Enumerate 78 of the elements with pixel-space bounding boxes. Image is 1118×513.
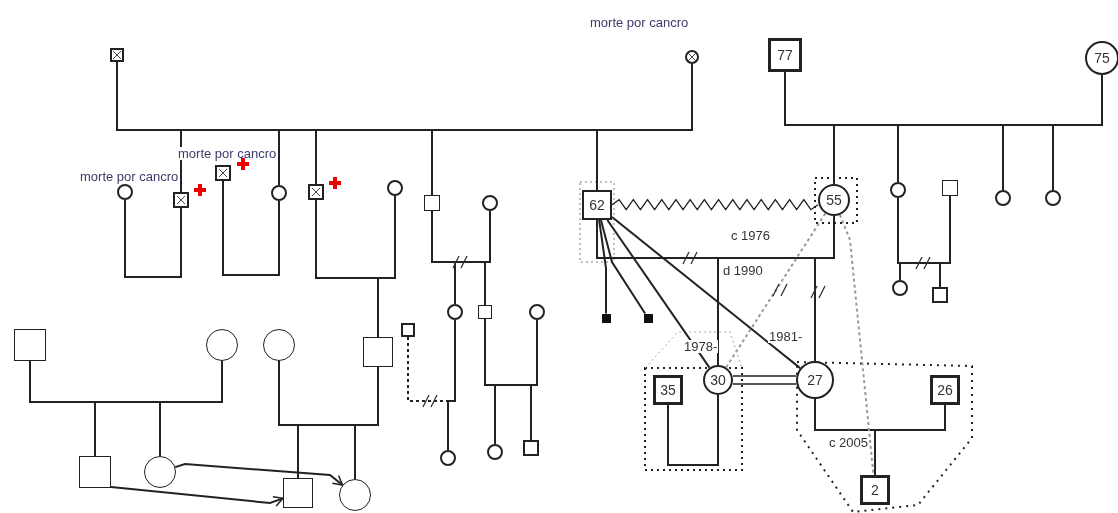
note-text: morte por cancro [178,147,277,160]
person-circle [703,365,733,395]
person-circle [796,361,834,399]
person-square [582,190,612,220]
relationship-line [447,319,456,451]
person-square [860,475,890,505]
age-text: 75 [1094,51,1110,65]
person-square [478,305,492,319]
conflict-line [611,198,819,211]
arrow [174,463,344,486]
person-circle [995,190,1011,206]
relationship-line [29,360,161,457]
note-text: morte por cancro [590,16,689,29]
age-text: 62 [589,198,605,212]
age-text: 77 [777,48,793,62]
age-text: 30 [710,373,726,387]
person-square [653,375,683,405]
person-circle [387,180,403,196]
person-square [523,440,539,456]
person-circle [440,450,456,466]
person-circle [447,304,463,320]
relationship-line [599,219,647,315]
relationship-line [484,318,532,441]
relationship-line [431,210,486,306]
relationship-line [354,366,379,480]
person-square [283,478,313,508]
person-circle [263,329,295,361]
person-square [401,323,415,337]
person-square [79,456,111,488]
relationship-line [606,219,711,369]
person-square [930,375,960,405]
person-circle [144,456,176,488]
person-circle [818,184,850,216]
person-square [424,195,440,211]
person-circle [1085,41,1118,75]
relationship-line [732,375,797,385]
person-circle [890,182,906,198]
relationship-line [897,197,941,288]
age-text: 55 [826,193,842,207]
relationship-line [222,180,280,276]
person-circle [271,185,287,201]
arrow [110,486,284,507]
person-square [308,184,324,200]
person-circle [117,184,133,200]
note-text: morte por cancro [80,170,179,183]
edge-label: 1981- [768,330,804,343]
person-circle [206,329,238,361]
relationship-line [667,394,719,466]
person-circle [339,479,371,511]
age-text: 35 [660,383,676,397]
person-square [14,329,46,361]
relationship-line [124,199,182,278]
person-circle [529,304,545,320]
person-square [768,38,802,72]
age-text: 2 [871,483,879,497]
relationship-line [611,216,802,370]
person-circle [892,280,908,296]
age-text: 27 [807,373,823,387]
relationship-line [814,398,876,476]
filled-square [643,313,653,323]
person-square [173,192,189,208]
relationship-line [725,212,827,369]
person-square [363,337,393,367]
date-label: d 1990 [722,264,764,277]
relationship-line [315,199,379,338]
edge-label: c 1976 [730,229,772,242]
person-circle [1045,190,1061,206]
relationship-line [838,213,875,476]
edge-label: c 2005 [828,436,870,449]
person-square [942,180,958,196]
edge-label: 1978- [683,340,719,353]
age-text: 26 [937,383,953,397]
person-circle [482,195,498,211]
person-square [932,287,948,303]
person-circle [487,444,503,460]
person-square [215,165,231,181]
filled-square [601,313,611,323]
relationship-line [598,219,607,315]
